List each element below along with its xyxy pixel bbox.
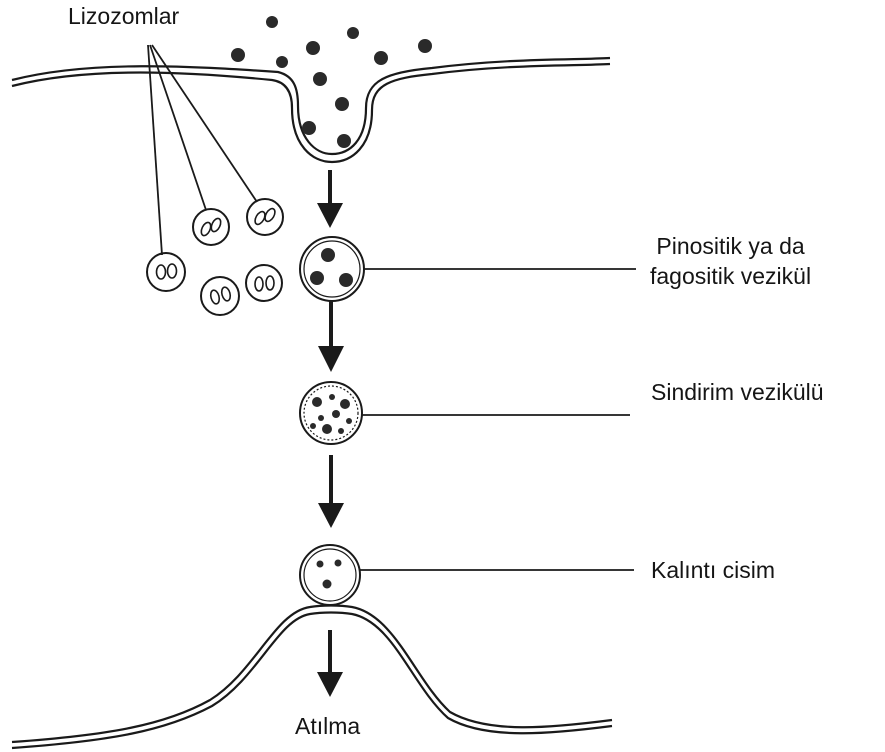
phagocytic-vesicle-label: Pinositik ya da fagositik vezikül bbox=[650, 232, 811, 292]
arrow-down-icon bbox=[317, 630, 343, 697]
lysosomes-label: Lizozomlar bbox=[68, 2, 179, 32]
arrow-down-icon bbox=[318, 290, 344, 372]
top-cell-membrane bbox=[12, 58, 610, 162]
extracellular-particles bbox=[231, 16, 432, 148]
lysosomes bbox=[147, 199, 283, 315]
phagocytic-vesicle bbox=[300, 237, 636, 301]
lysosome bbox=[147, 253, 185, 291]
residual-body bbox=[300, 545, 634, 605]
digestive-vesicle-label: Sindirim vezikülü bbox=[651, 378, 824, 408]
lysosome bbox=[193, 209, 229, 245]
digestive-vesicle bbox=[300, 382, 630, 444]
lysosome bbox=[246, 265, 282, 301]
lysosome bbox=[247, 199, 283, 235]
phagocytic-vesicle-label-line1: Pinositik ya da bbox=[650, 232, 811, 262]
exocytosis-label: Atılma bbox=[295, 712, 360, 742]
residual-body-label: Kalıntı cisim bbox=[651, 556, 775, 586]
phagocytic-vesicle-label-line2: fagositik vezikül bbox=[650, 262, 811, 292]
lysosome bbox=[201, 277, 239, 315]
arrow-down-icon bbox=[317, 170, 343, 228]
arrow-down-icon bbox=[318, 455, 344, 528]
